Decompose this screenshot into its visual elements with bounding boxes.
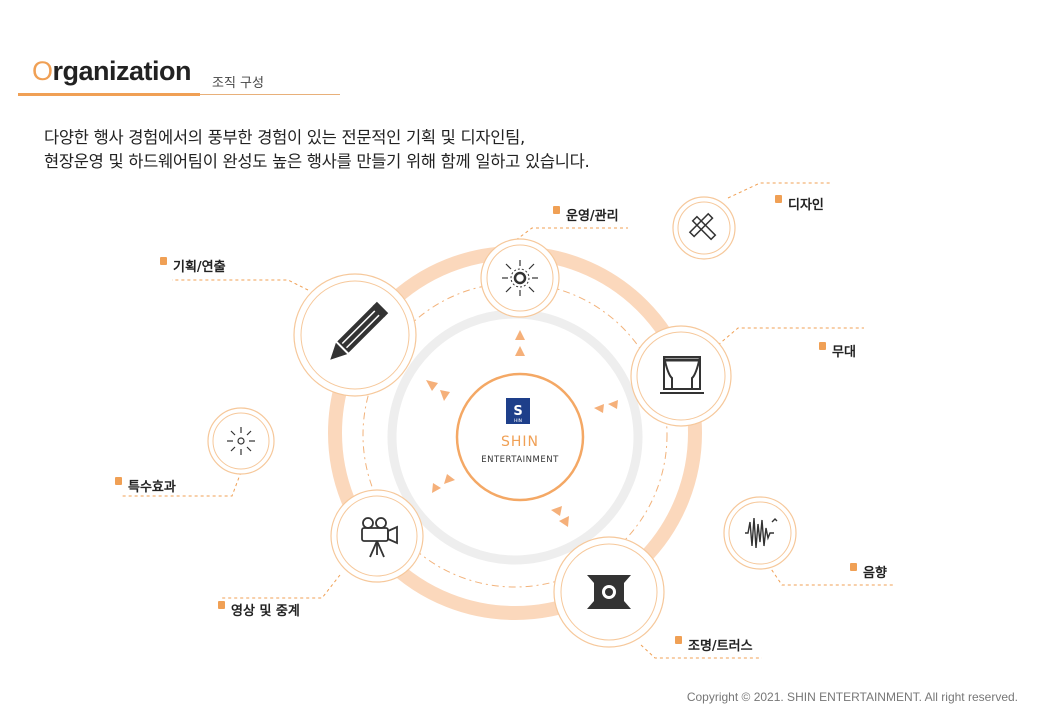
- pencil-icon: [330, 301, 389, 360]
- label-special-effects: 특수효과: [115, 476, 176, 495]
- label-bullet: [115, 476, 122, 485]
- sound-wave-icon: [745, 517, 778, 549]
- shin-logo-mark: [506, 398, 530, 424]
- stage-curtain-icon: [660, 356, 704, 394]
- node-planning: [293, 273, 417, 397]
- logo-subletters: HIN: [514, 418, 522, 424]
- label-bullet: [850, 562, 857, 571]
- label-sound: 음향: [850, 562, 887, 581]
- label-bullet: [218, 600, 225, 609]
- node-stage: [630, 325, 732, 427]
- node-operation: [480, 238, 560, 318]
- label-operation: 운영/관리: [553, 205, 619, 224]
- label-stage: 무대: [819, 341, 856, 360]
- center-logo-circle: [455, 372, 585, 502]
- page-title: Organization: [32, 56, 192, 86]
- node-sound: [723, 496, 797, 570]
- label-bullet: [160, 256, 167, 265]
- title-underline: [18, 93, 200, 96]
- intro-text: 다양한 행사 경험에서의 풍부한 경험이 있는 전문적인 기획 및 디자인팀, …: [44, 126, 590, 174]
- node-video: [330, 489, 424, 583]
- firework-icon: [227, 427, 255, 455]
- label-bullet: [775, 194, 782, 203]
- node-lighting: [553, 536, 665, 648]
- direction-arrows: [426, 330, 618, 527]
- leader-lines: [122, 182, 894, 659]
- intro-line-2: 현장운영 및 하드웨어팀이 완성도 높은 행사를 만들기 위해 함께 일하고 있…: [44, 152, 590, 171]
- label-lighting: 조명/트러스: [675, 635, 753, 654]
- label-video: 영상 및 중계: [218, 600, 300, 619]
- intro-line-1: 다양한 행사 경험에서의 풍부한 경험이 있는 전문적인 기획 및 디자인팀,: [44, 128, 525, 147]
- copyright-text: Copyright © 2021. SHIN ENTERTAINMENT. Al…: [686, 690, 1018, 704]
- network-gear-icon: [502, 260, 538, 296]
- page-subtitle: 조직 구성: [212, 76, 264, 91]
- ruler-pencil-icon: [688, 212, 717, 241]
- spotlight-icon: [587, 575, 631, 609]
- logo-brand: SHIN: [501, 434, 539, 450]
- title-divider: [200, 94, 340, 95]
- label-bullet: [553, 205, 560, 214]
- label-bullet: [675, 635, 682, 644]
- video-camera-icon: [361, 517, 398, 558]
- label-planning: 기획/연출: [160, 256, 226, 275]
- label-design: 디자인: [775, 194, 824, 213]
- logo-tagline: ENTERTAINMENT: [481, 455, 559, 465]
- node-special-effects: [207, 407, 275, 475]
- logo-letter: S: [513, 404, 522, 419]
- node-design: [672, 196, 736, 260]
- label-bullet: [819, 341, 826, 350]
